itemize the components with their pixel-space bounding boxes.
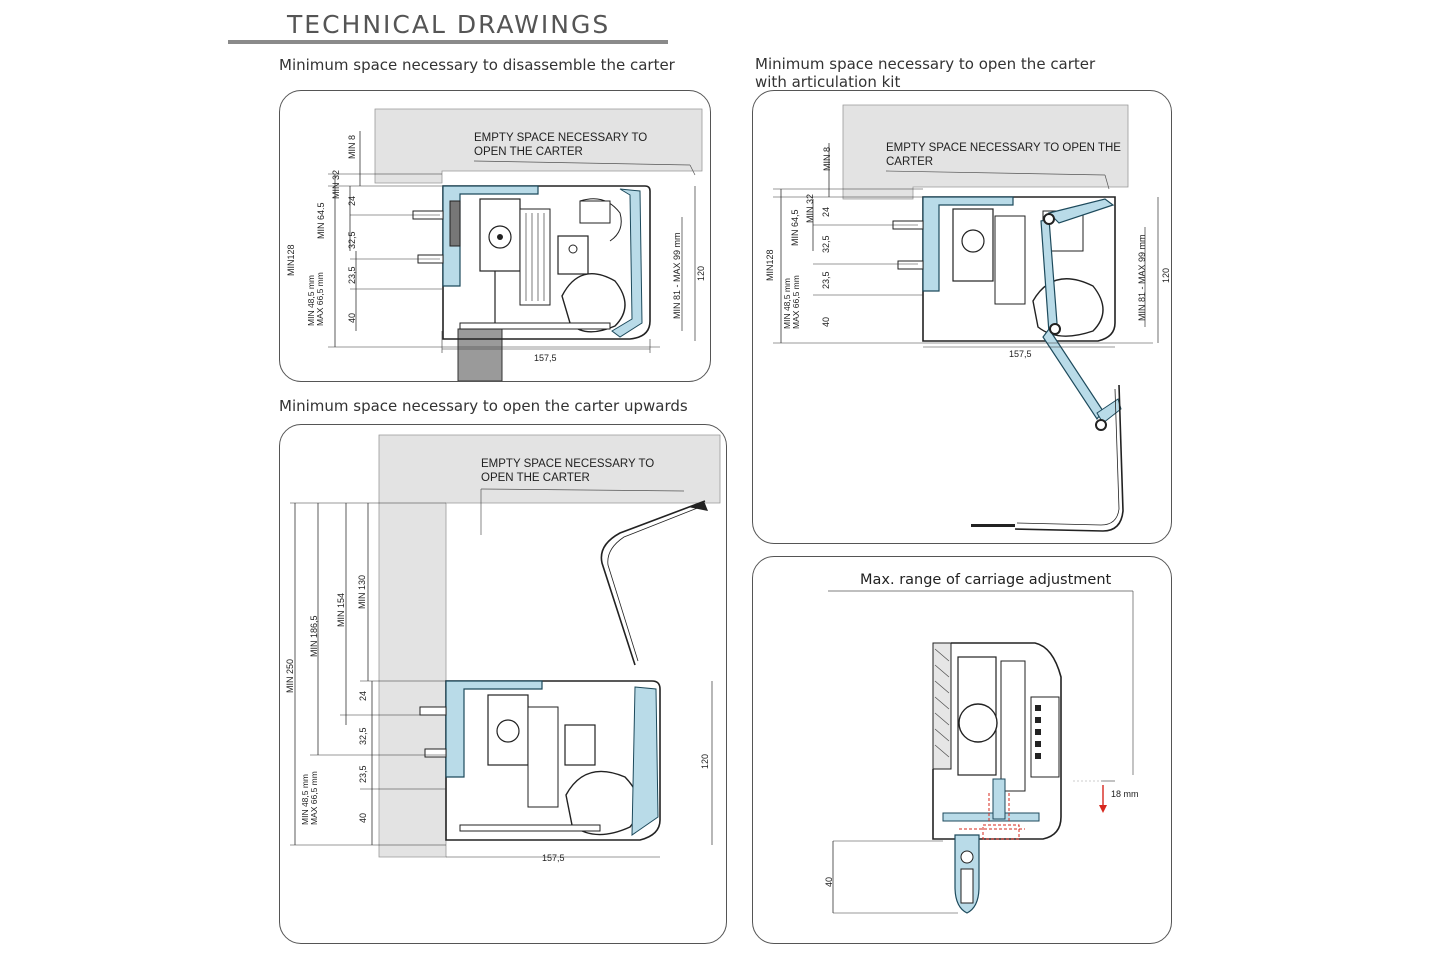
dim-40: 40 <box>347 313 357 323</box>
dim-min8: MIN 8 <box>347 135 357 159</box>
upwards-diagram: EMPTY SPACE NECESSARY TO OPEN THE CARTER… <box>285 434 721 863</box>
carriage-title: Max. range of carriage adjustment <box>860 572 1112 588</box>
empty-space-label-1: EMPTY SPACE NECESSARY TO <box>474 132 647 144</box>
drawing-articulation: EMPTY SPACE NECESSARY TO OPEN THE CARTER… <box>752 90 1172 544</box>
carter-housing <box>442 185 651 340</box>
dim-18mm: 18 mm <box>1111 789 1139 799</box>
dim-min8: MIN 8 <box>822 147 832 171</box>
dim-23-5: 23,5 <box>358 765 368 783</box>
dim-min130: MIN 130 <box>357 575 367 609</box>
dim-32-5: 32,5 <box>821 235 831 253</box>
dim-min64: MIN 64.5 <box>316 202 326 239</box>
page-title: TECHNICAL DRAWINGS <box>287 10 611 39</box>
caption-articulation: Minimum space necessary to open the cart… <box>755 55 1096 91</box>
disassemble-diagram: EMPTY SPACE NECESSARY TO OPEN THE CARTER… <box>286 108 706 381</box>
dim-max66: MAX 66,5 mm <box>309 771 319 825</box>
dim-min48: MIN 48,5 mm <box>782 278 792 329</box>
empty-space-area <box>374 108 703 184</box>
dim-min250: MIN 250 <box>285 659 295 693</box>
dim-min32: MIN 32 <box>805 194 815 223</box>
dim-32-5: 32,5 <box>347 231 357 249</box>
dim-40: 40 <box>821 317 831 327</box>
dim-min128: MIN128 <box>765 249 775 281</box>
carter-housing <box>445 680 661 841</box>
empty-space-label-1: EMPTY SPACE NECESSARY TO OPEN THE <box>886 142 1121 154</box>
dim-120: 120 <box>700 754 710 769</box>
dim-max66: MAX 66,5 mm <box>315 272 325 326</box>
aluminium-profile <box>445 680 543 778</box>
dim-range: MIN 81 - MAX 99 mm <box>672 232 682 319</box>
dim-157-5: 157,5 <box>542 853 565 863</box>
dim-min48: MIN 48,5 mm <box>300 774 310 825</box>
dim-min154: MIN 154 <box>336 593 346 627</box>
dim-120: 120 <box>696 266 706 281</box>
wall-block <box>457 328 503 381</box>
articulation-diagram: EMPTY SPACE NECESSARY TO OPEN THE CARTER… <box>765 104 1171 532</box>
carriage-adjustment-diagram: Max. range of carriage adjustment 18 mm … <box>824 572 1139 914</box>
dim-min48: MIN 48,5 mm <box>306 275 316 326</box>
drawing-carriage-adjustment: Max. range of carriage adjustment 18 mm … <box>752 556 1172 944</box>
dim-157-5: 157,5 <box>534 353 557 363</box>
dim-120: 120 <box>1161 268 1171 283</box>
dim-23-5: 23,5 <box>347 266 357 284</box>
title-underline <box>228 40 668 44</box>
empty-space-label-2: OPEN THE CARTER <box>474 146 583 158</box>
dim-40: 40 <box>358 813 368 823</box>
dim-157-5: 157,5 <box>1009 349 1032 359</box>
dim-min64: MIN 64,5 <box>790 209 800 246</box>
dim-24: 24 <box>358 691 368 701</box>
dim-min186-5: MIN 186,5 <box>309 615 319 657</box>
caption-upwards: Minimum space necessary to open the cart… <box>279 397 688 415</box>
drawing-disassemble: EMPTY SPACE NECESSARY TO OPEN THE CARTER… <box>279 90 711 382</box>
dim-24: 24 <box>821 207 831 217</box>
dim-range: MIN 81 - MAX 99 mm <box>1137 234 1147 321</box>
dim-40: 40 <box>824 877 834 887</box>
dim-32-5: 32,5 <box>358 727 368 745</box>
aluminium-profile <box>922 196 1014 292</box>
caption-disassemble: Minimum space necessary to disassemble t… <box>279 56 675 74</box>
empty-space-label-2: CARTER <box>886 156 933 168</box>
empty-space-label-1: EMPTY SPACE NECESSARY TO <box>481 458 654 470</box>
dim-23-5: 23,5 <box>821 271 831 289</box>
drawing-upwards: EMPTY SPACE NECESSARY TO OPEN THE CARTER… <box>279 424 727 944</box>
aluminium-profile <box>442 185 539 287</box>
carter-housing <box>922 196 1116 342</box>
dim-min32: MIN 32 <box>331 170 341 199</box>
carter-housing <box>932 642 1062 840</box>
empty-space-area <box>842 104 1129 200</box>
dim-24: 24 <box>347 196 357 206</box>
dim-max66: MAX 66,5 mm <box>791 275 801 329</box>
empty-space-label-2: OPEN THE CARTER <box>481 472 590 484</box>
dim-min128: MIN128 <box>286 244 296 276</box>
